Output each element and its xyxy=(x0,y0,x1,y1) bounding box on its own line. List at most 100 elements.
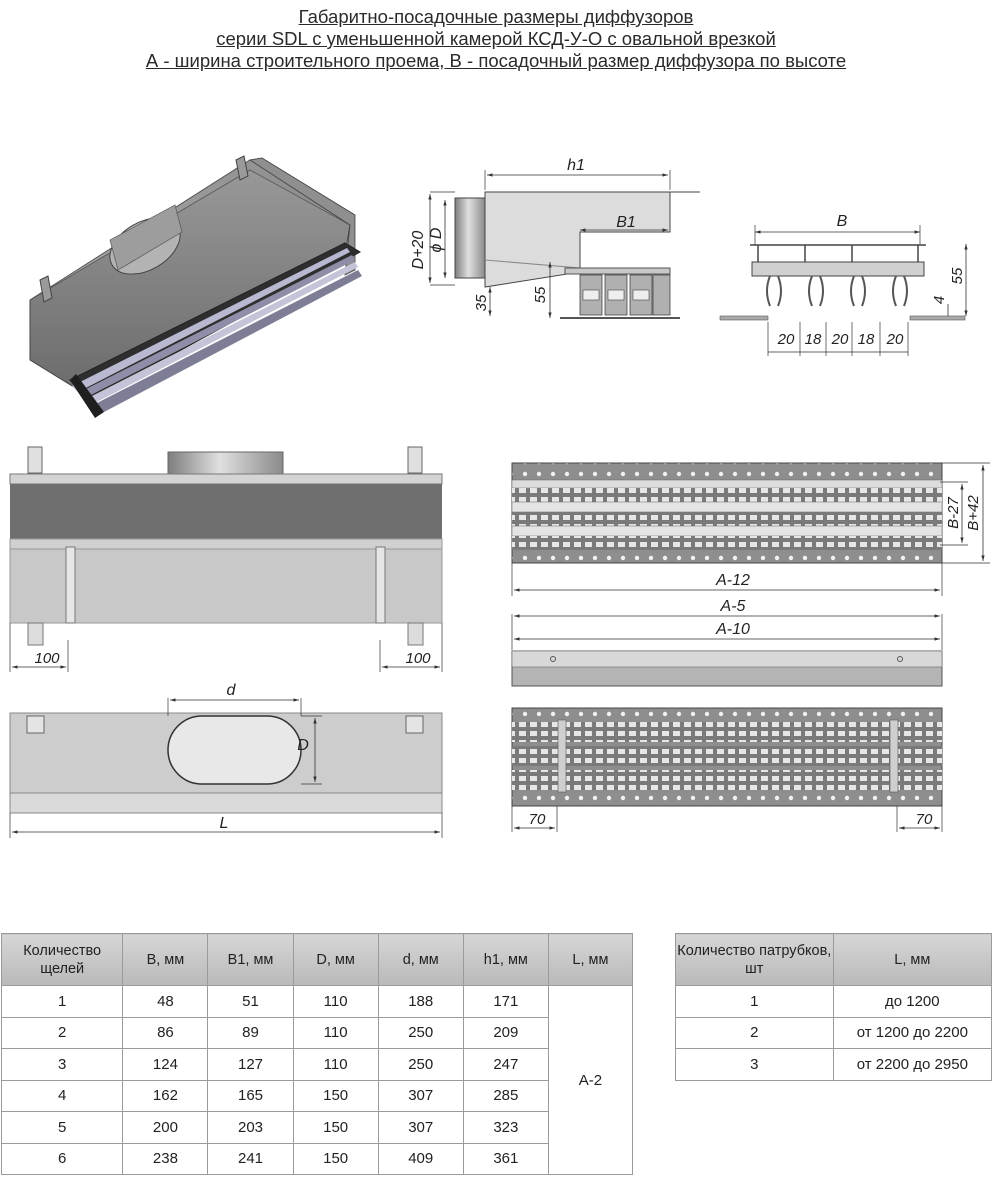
col-header-b: B, мм xyxy=(122,933,209,986)
cell: 110 xyxy=(292,1016,379,1049)
cell: 250 xyxy=(377,1016,464,1049)
cell: 162 xyxy=(122,1079,209,1112)
cell: 188 xyxy=(377,985,464,1018)
col-header-d-small: d, мм xyxy=(377,933,464,986)
grille-front-view: B-27 B+42 A-12 xyxy=(511,462,990,596)
dim-70-right: 70 xyxy=(916,811,933,828)
profile-view: B 55 4 20 18 20 18 20 xyxy=(719,213,968,356)
cell: 127 xyxy=(207,1048,294,1081)
cell: 150 xyxy=(292,1142,379,1175)
page-title: Габаритно-посадочные размеры диффузоров … xyxy=(0,6,992,72)
col-header-h1: h1, мм xyxy=(462,933,549,986)
cell: 4 xyxy=(0,1079,124,1112)
cell: 307 xyxy=(377,1111,464,1144)
cell: 6 xyxy=(0,1142,124,1175)
cell: 110 xyxy=(292,985,379,1018)
cell: 200 xyxy=(122,1111,209,1144)
cell: 203 xyxy=(207,1111,294,1144)
cell: 5 xyxy=(0,1111,124,1144)
cell: от 2200 до 2950 xyxy=(832,1048,992,1081)
cell: 285 xyxy=(462,1079,549,1112)
dim-a-minus-12: A-12 xyxy=(715,572,750,589)
cell: 110 xyxy=(292,1048,379,1081)
table-row: 3 124 127 110 250 247 xyxy=(0,1048,633,1081)
dim-h1: h1 xyxy=(567,157,585,174)
cell: 150 xyxy=(292,1111,379,1144)
dim-70-left: 70 xyxy=(529,811,546,828)
col-header-d-large: D, мм xyxy=(292,933,379,986)
cell: 250 xyxy=(377,1048,464,1081)
dim-slot-20-c: 20 xyxy=(886,331,904,348)
cell: 171 xyxy=(462,985,549,1018)
dim-d-plus-20: D+20 xyxy=(410,231,427,270)
front-view: 100 100 xyxy=(9,446,443,672)
dim-100-left: 100 xyxy=(34,650,60,667)
cell: 409 xyxy=(377,1142,464,1175)
dim-slot-18-b: 18 xyxy=(858,331,875,348)
table-row: 6 238 241 150 409 361 xyxy=(0,1142,633,1175)
col-header-slots: Количество щелей xyxy=(0,933,124,986)
cell: 3 xyxy=(0,1048,124,1081)
dimensions-table: Количество щелей B, мм B1, мм D, мм d, м… xyxy=(0,933,634,1175)
cell: 124 xyxy=(122,1048,209,1081)
dim-slot-20-a: 20 xyxy=(777,331,795,348)
cell: 2 xyxy=(675,1016,834,1049)
dim-b-plus-42: B+42 xyxy=(965,495,982,531)
dim-35: 35 xyxy=(473,294,490,311)
cell: 247 xyxy=(462,1048,549,1081)
dim-4: 4 xyxy=(931,296,948,304)
frame-view: A-5 A-10 xyxy=(511,598,943,687)
cell: 1 xyxy=(0,985,124,1018)
dim-slot-18-a: 18 xyxy=(805,331,822,348)
cell: 241 xyxy=(207,1142,294,1175)
dim-a-minus-10: A-10 xyxy=(715,621,750,638)
table-row: 2 86 89 110 250 209 xyxy=(0,1016,633,1049)
cell: 89 xyxy=(207,1016,294,1049)
cell: 361 xyxy=(462,1142,549,1175)
cell: 1 xyxy=(675,985,834,1018)
cell: 3 xyxy=(675,1048,834,1081)
cell: 209 xyxy=(462,1016,549,1049)
top-view: d D L xyxy=(9,682,443,838)
cell: 86 xyxy=(122,1016,209,1049)
dim-d-large: D xyxy=(297,737,309,754)
table-row: 3 от 2200 до 2950 xyxy=(675,1048,992,1081)
table-row: 2 от 1200 до 2200 xyxy=(675,1016,992,1049)
dim-phi-d: ϕ D xyxy=(428,227,445,252)
technical-drawing: h1 B1 D+20 ϕ D 35 55 B xyxy=(9,155,990,838)
col-header-l-range: L, мм xyxy=(832,933,992,986)
merged-l-cell: A-2 xyxy=(547,985,634,1175)
cell: от 1200 до 2200 xyxy=(832,1016,992,1049)
table-row: 1 до 1200 xyxy=(675,985,992,1018)
table-row: 5 200 203 150 307 323 xyxy=(0,1111,633,1144)
dim-100-right: 100 xyxy=(405,650,431,667)
dim-b1: B1 xyxy=(616,214,636,231)
col-header-nozzle-count: Количество патрубков, шт xyxy=(675,933,834,986)
cell: 48 xyxy=(122,985,209,1018)
cell: 307 xyxy=(377,1079,464,1112)
isometric-view xyxy=(29,155,362,418)
dim-d-small: d xyxy=(227,682,237,699)
dim-a-minus-5: A-5 xyxy=(720,598,746,615)
cell: 238 xyxy=(122,1142,209,1175)
cell: 165 xyxy=(207,1079,294,1112)
cell: до 1200 xyxy=(832,985,992,1018)
col-header-b1: B1, мм xyxy=(207,933,294,986)
table-row: 1 48 51 110 188 171 A-2 xyxy=(0,985,634,1175)
cell: 51 xyxy=(207,985,294,1018)
col-header-l: L, мм xyxy=(547,933,634,986)
dim-slot-20-b: 20 xyxy=(831,331,849,348)
grille-bottom-view: 70 70 xyxy=(511,707,943,832)
nozzles-table: Количество патрубков, шт L, мм 1 до 1200… xyxy=(675,933,992,1081)
dim-b-width: B xyxy=(837,213,848,230)
dim-55-section: 55 xyxy=(532,286,549,303)
dim-b-minus-27: B-27 xyxy=(945,497,962,529)
table-row: 4 162 165 150 307 285 xyxy=(0,1079,633,1112)
title-line-2: серии SDL с уменьшенной камерой КСД-У-О … xyxy=(216,28,776,49)
dim-55-profile: 55 xyxy=(949,267,966,284)
cell: 2 xyxy=(0,1016,124,1049)
dim-l: L xyxy=(220,815,229,832)
title-line-1: Габаритно-посадочные размеры диффузоров xyxy=(298,6,694,27)
side-section-view: h1 B1 D+20 ϕ D 35 55 xyxy=(410,157,700,319)
title-line-3: А - ширина строительного проема, В - пос… xyxy=(145,50,847,71)
